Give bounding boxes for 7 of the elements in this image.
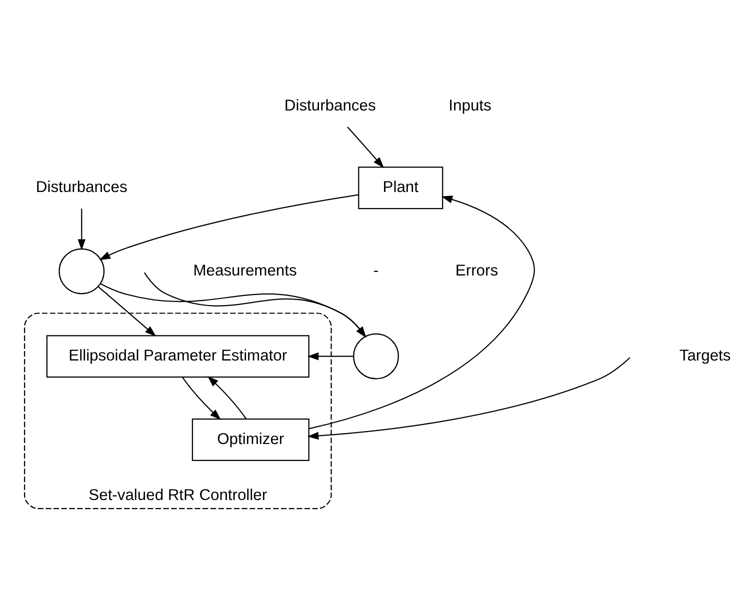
node-text: Disturbances: [36, 179, 128, 196]
label: Inputs: [448, 97, 492, 114]
label: -: [373, 262, 379, 280]
label: Errors: [455, 262, 498, 280]
node-text: Disturbances: [284, 97, 376, 114]
label: Targets: [679, 347, 731, 364]
label: Measurements: [193, 262, 297, 280]
